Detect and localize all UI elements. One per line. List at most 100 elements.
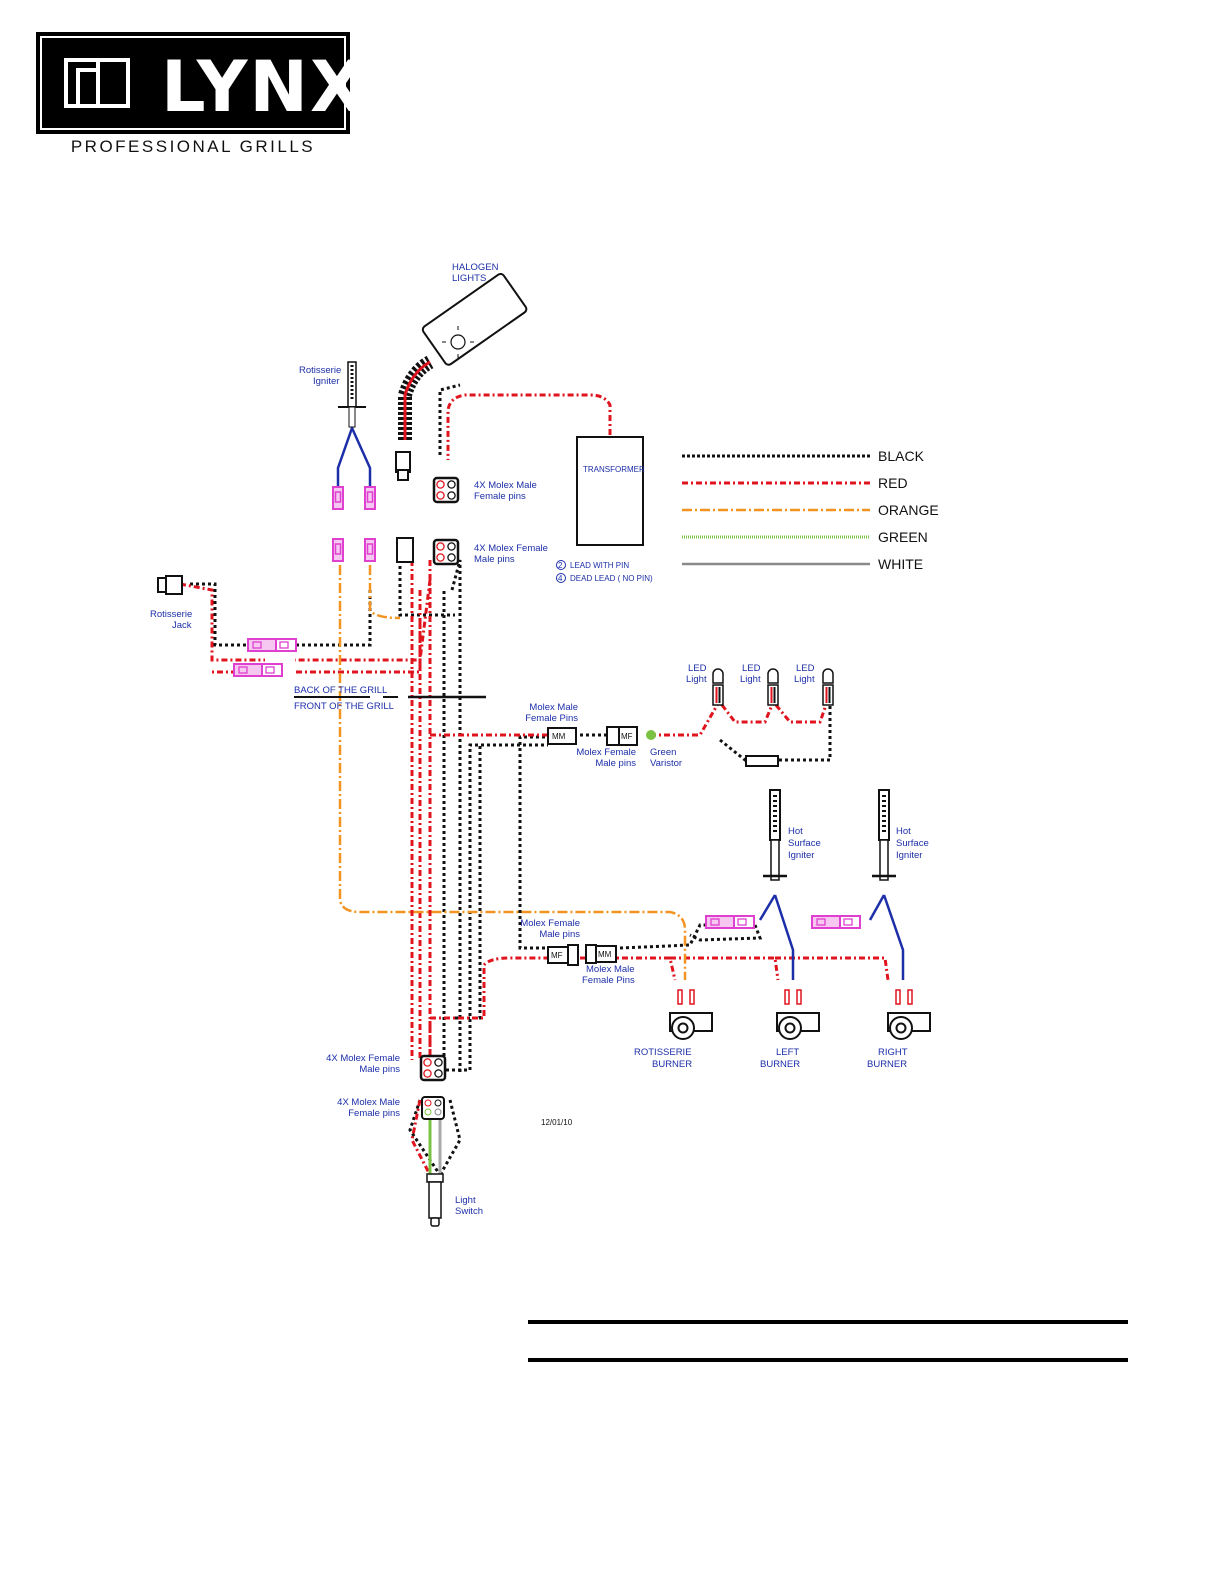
left-burner-label-2: BURNER <box>760 1059 800 1070</box>
molex-top-female-label-1: 4X Molex Female <box>474 543 548 554</box>
hot-surface-igniter-left <box>761 788 789 882</box>
legend-red: RED <box>878 475 908 491</box>
diagram-date: 12/01/10 <box>541 1118 573 1127</box>
right-burner-label-1: RIGHT <box>878 1047 908 1058</box>
hot-surface-igniter-right <box>870 788 898 882</box>
jack-connector-black <box>247 638 297 652</box>
red-wires <box>179 393 890 1176</box>
wire-color-legend: BLACK RED ORANGE GREEN WHITE <box>682 448 939 572</box>
molex-bottom-female-label-2: Male pins <box>359 1064 400 1075</box>
jack-connector-red <box>233 663 283 677</box>
legend-black: BLACK <box>878 448 925 464</box>
molex-mf-connector-2: MF <box>547 944 579 966</box>
igniter-plug-left <box>332 486 344 510</box>
molex-bottom-male-label-2: Female pins <box>348 1108 400 1119</box>
hsi-left-label-1: Hot <box>788 826 803 837</box>
lead-with-pin-label: LEAD WITH PIN <box>570 561 629 570</box>
molex-4x-top-female <box>432 538 460 566</box>
switch-wires <box>428 1115 442 1175</box>
led-3-label-2: Light <box>794 674 815 685</box>
light-switch-label-1: Light <box>455 1195 476 1206</box>
igniter-mate-left <box>332 538 344 562</box>
dead-lead-icon <box>556 573 566 583</box>
lead-with-pin-icon <box>556 560 566 570</box>
halogen-lights-label-2: LIGHTS <box>452 273 486 284</box>
hsi-left-label-3: Igniter <box>788 850 814 861</box>
rotisserie-burner-label-2: BURNER <box>652 1059 692 1070</box>
molex-female-mp-2-label-2: Male pins <box>539 929 580 940</box>
molex-female-mp-1-label-1: Molex Female <box>576 747 636 758</box>
molex-bottom-male-label-1: 4X Molex Male <box>337 1097 400 1108</box>
mm-label-1: MM <box>552 732 566 741</box>
sun-icon <box>442 326 474 358</box>
rotisserie-jack-label-1: Rotisserie <box>150 609 192 620</box>
green-varistor-label-1: Green <box>650 747 676 758</box>
right-burner-label-2: BURNER <box>867 1059 907 1070</box>
molex-male-fp-2-label-1: Molex Male <box>586 964 635 975</box>
led-1-label-1: LED <box>688 663 707 674</box>
lynx-emblem-icon <box>40 36 346 130</box>
legend-orange: ORANGE <box>878 502 939 518</box>
rotisserie-burner-label-1: ROTISSERIE <box>634 1047 692 1058</box>
led-1-label-2: Light <box>686 674 707 685</box>
molex-top-female-label-2: Male pins <box>474 554 515 565</box>
hsi-right-label-2: Surface <box>896 838 929 849</box>
brand-wordmark: LYNX <box>161 46 366 128</box>
led-light-2 <box>767 668 779 706</box>
halogen-light-fixture <box>421 272 528 366</box>
igniter-mate-right <box>364 538 376 562</box>
left-burner <box>776 989 820 1040</box>
transformer-label: TRANSFORMER <box>583 465 645 474</box>
led-2-label-2: Light <box>740 674 761 685</box>
dead-lead-label: DEAD LEAD ( NO PIN) <box>570 574 653 583</box>
inline-resistor <box>745 755 779 767</box>
mm-plug-top <box>396 537 414 563</box>
rotisserie-jack-label-2: Jack <box>172 620 192 631</box>
mf-label-2: MF <box>551 951 563 960</box>
led-2-label-1: LED <box>742 663 761 674</box>
led-3-label-1: LED <box>796 663 815 674</box>
igniter-plug-right <box>364 486 376 510</box>
molex-top-male-label-1: 4X Molex Male <box>474 480 537 491</box>
front-of-grill-label: FRONT OF THE GRILL <box>294 701 394 712</box>
rotisserie-igniter-label-2: Igniter <box>313 376 339 387</box>
transformer-box <box>576 436 644 546</box>
rotisserie-jack <box>157 575 183 595</box>
molex-female-mp-1-label-2: Male pins <box>595 758 636 769</box>
hsi-right-label-3: Igniter <box>896 850 922 861</box>
black-wires <box>190 383 832 1176</box>
legend-white: WHITE <box>878 556 923 572</box>
molex-male-fp-2-label-2: Female Pins <box>582 975 635 986</box>
molex-bottom-female-label-1: 4X Molex Female <box>326 1053 400 1064</box>
lead-pin-num: 2 <box>558 561 563 570</box>
hsi-left-label-2: Surface <box>788 838 821 849</box>
light-switch-label-2: Switch <box>455 1206 483 1217</box>
halogen-lights-label-1: HALOGEN <box>452 262 499 273</box>
molex-4x-bottom-female <box>419 1054 447 1082</box>
lynx-logo: LYNX <box>36 32 364 134</box>
legend-green: GREEN <box>878 529 928 545</box>
molex-female-mp-2-label-1: Molex Female <box>520 918 580 929</box>
mf-label-1: MF <box>621 732 633 741</box>
molex-mf-connector-1: MF <box>606 726 638 746</box>
halogen-harness <box>398 355 434 440</box>
led-light-3 <box>822 668 834 706</box>
left-burner-label-1: LEFT <box>776 1047 799 1058</box>
igniter-connector-left <box>705 915 755 929</box>
green-varistor-label-2: Varistor <box>650 758 682 769</box>
rotisserie-igniter-label-1: Rotisserie <box>299 365 341 376</box>
hsi-right-label-1: Hot <box>896 826 911 837</box>
footer-rule-bottom <box>528 1358 1128 1362</box>
molex-4x-top-male <box>432 476 460 504</box>
molex-mm-connector-2: MM <box>585 944 617 964</box>
orange-wires <box>338 565 687 980</box>
molex-male-fp-1-label-2: Female Pins <box>525 713 578 724</box>
right-burner <box>887 989 931 1040</box>
footer-rule-top <box>528 1320 1128 1324</box>
green-varistor <box>646 730 656 740</box>
rotisserie-burner <box>669 989 713 1040</box>
halogen-mf-plug <box>395 451 411 481</box>
dead-lead-num: 4 <box>558 574 563 583</box>
molex-4x-bottom-male <box>421 1096 445 1120</box>
